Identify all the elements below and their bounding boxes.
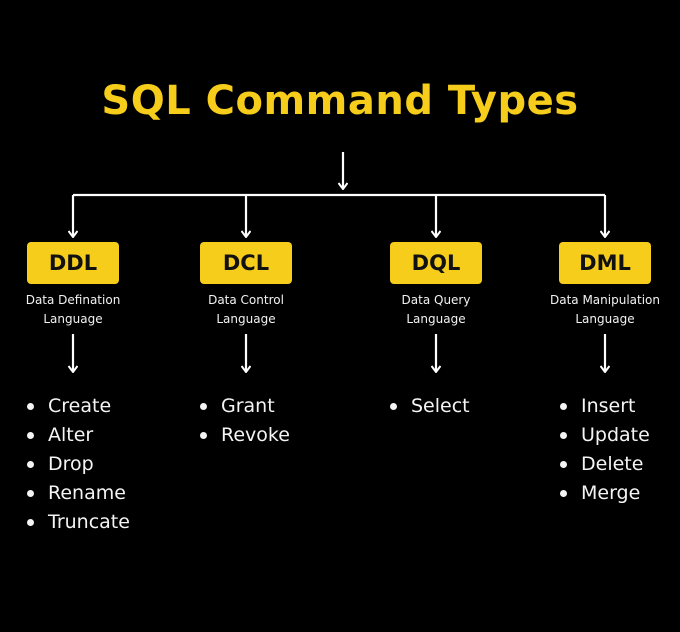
- bullet-icon: [27, 490, 34, 497]
- description-line-1: Data Defination: [25, 293, 121, 307]
- category-badge-dml: DML: [559, 242, 651, 284]
- description-line-2: Language: [575, 312, 635, 326]
- command-label: Select: [411, 395, 470, 417]
- command-label: Insert: [581, 395, 636, 417]
- command-label: Merge: [581, 482, 641, 504]
- bullet-icon: [560, 432, 567, 439]
- command-item: Drop: [26, 450, 130, 479]
- command-item: Insert: [559, 392, 650, 421]
- bullet-icon: [560, 490, 567, 497]
- bullet-icon: [200, 403, 207, 410]
- bullet-icon: [390, 403, 397, 410]
- bullet-icon: [560, 403, 567, 410]
- description-line-1: Data Control: [208, 293, 284, 307]
- command-item: Grant: [199, 392, 290, 421]
- bullet-icon: [560, 461, 567, 468]
- description-line-1: Data Query: [401, 293, 471, 307]
- command-label: Drop: [48, 453, 94, 475]
- bullet-icon: [27, 519, 34, 526]
- bullet-icon: [27, 432, 34, 439]
- bullet-icon: [27, 461, 34, 468]
- command-item: Merge: [559, 479, 650, 508]
- command-label: Alter: [48, 424, 94, 446]
- command-item: Update: [559, 421, 650, 450]
- command-label: Grant: [221, 395, 275, 417]
- command-label: Rename: [48, 482, 126, 504]
- category-badge-dcl: DCL: [200, 242, 292, 284]
- command-item: Truncate: [26, 508, 130, 537]
- command-item: Select: [389, 392, 470, 421]
- description-line-2: Language: [406, 312, 466, 326]
- command-item: Alter: [26, 421, 130, 450]
- command-item: Delete: [559, 450, 650, 479]
- description-line-2: Language: [216, 312, 276, 326]
- diagram-title: SQL Command Types: [101, 78, 579, 124]
- command-label: Revoke: [221, 424, 290, 446]
- bullet-icon: [27, 403, 34, 410]
- category-badge-ddl: DDL: [27, 242, 119, 284]
- command-list-dql: Select: [389, 392, 470, 421]
- command-item: Revoke: [199, 421, 290, 450]
- command-item: Create: [26, 392, 130, 421]
- command-label: Delete: [581, 453, 644, 475]
- command-label: Update: [581, 424, 650, 446]
- bullet-icon: [200, 432, 207, 439]
- category-badge-dql: DQL: [390, 242, 482, 284]
- description-line-1: Data Manipulation: [549, 293, 660, 307]
- command-item: Rename: [26, 479, 130, 508]
- command-label: Create: [48, 395, 112, 417]
- description-line-2: Language: [43, 312, 103, 326]
- command-label: Truncate: [48, 511, 130, 533]
